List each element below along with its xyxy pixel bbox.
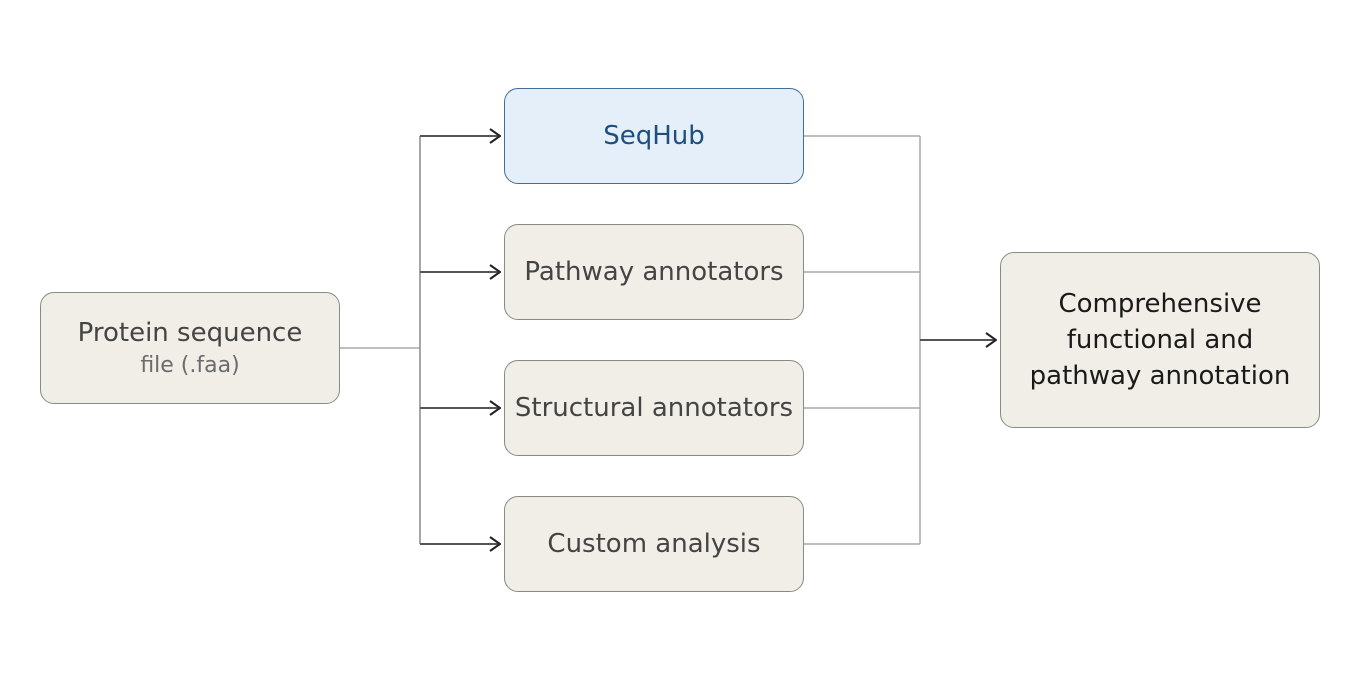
input-node: Protein sequence file (.faa) [40, 292, 340, 404]
input-subtitle: file (.faa) [140, 353, 240, 378]
tool-label: Pathway annotators [524, 257, 784, 287]
output-line-1: Comprehensive [1058, 289, 1262, 319]
tool-label: Structural annotators [514, 393, 794, 423]
tool-label: Custom analysis [547, 529, 761, 559]
input-title: Protein sequence [77, 318, 303, 348]
tool-node-seqhub: SeqHub [504, 88, 804, 184]
tool-node-structural-annotators: Structural annotators [504, 360, 804, 456]
output-line-2: functional and [1066, 325, 1254, 355]
output-node: Comprehensive functional and pathway ann… [1000, 252, 1320, 428]
tool-label: SeqHub [603, 121, 705, 151]
tool-node-custom-analysis: Custom analysis [504, 496, 804, 592]
output-line-3: pathway annotation [1029, 361, 1291, 391]
tool-node-pathway-annotators: Pathway annotators [504, 224, 804, 320]
